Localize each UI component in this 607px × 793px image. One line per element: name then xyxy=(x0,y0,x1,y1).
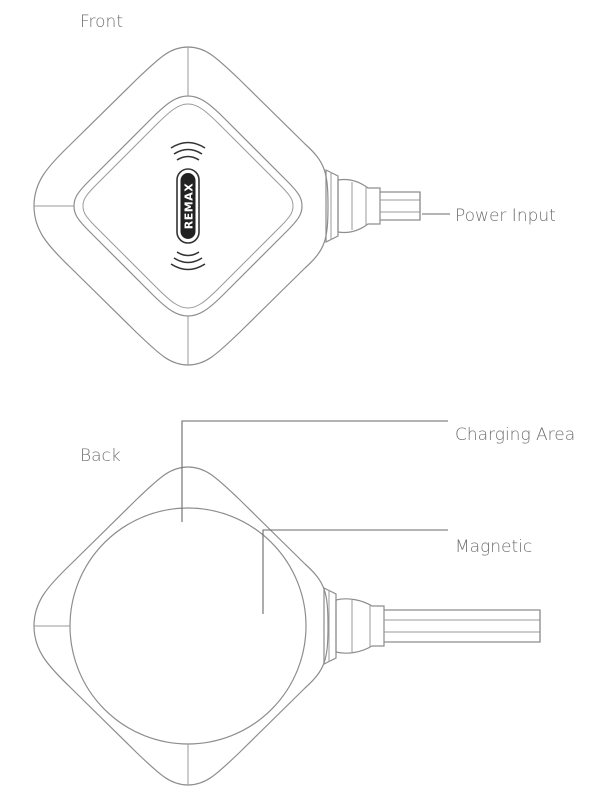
back-label: Back xyxy=(80,446,121,466)
magnetic-leader xyxy=(262,529,448,614)
front-view: Front REMAX xyxy=(33,12,556,366)
back-outer-shell xyxy=(33,466,329,786)
remax-logo-text: REMAX xyxy=(183,183,196,229)
charging-area-leader xyxy=(181,420,448,522)
front-inner-plate-edge xyxy=(82,103,294,309)
front-cable-connector xyxy=(325,169,421,243)
wireless-signal-icon xyxy=(170,141,206,271)
magnetic-circle xyxy=(69,507,307,745)
front-label: Front xyxy=(80,12,123,32)
magnetic-label: Magnetic xyxy=(455,537,532,557)
remax-logo: REMAX xyxy=(176,168,200,244)
power-input-label: Power Input xyxy=(455,206,556,226)
charging-area-label: Charging Area xyxy=(455,425,575,445)
back-view: Back Charging Area Magnetic xyxy=(33,420,575,786)
back-cable-connector xyxy=(323,587,541,665)
